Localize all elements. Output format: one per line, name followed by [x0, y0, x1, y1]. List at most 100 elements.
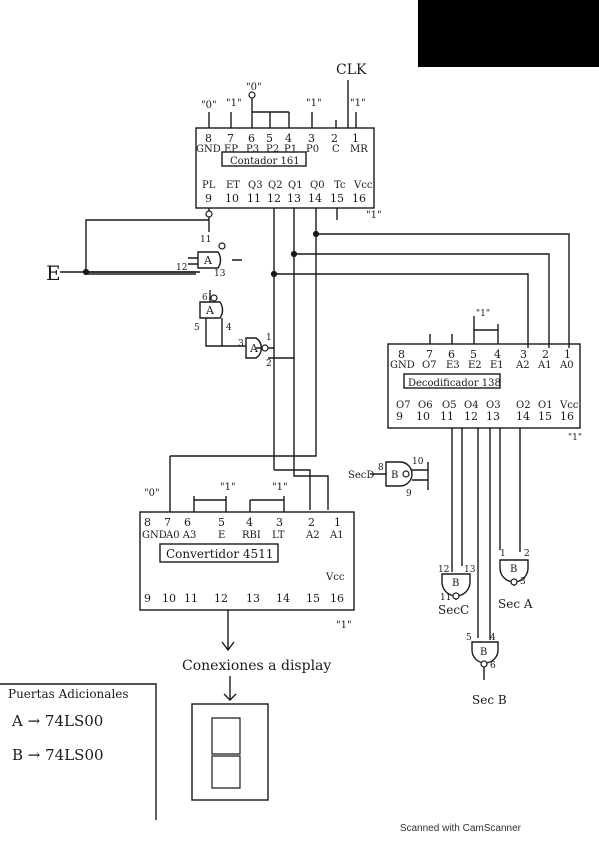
counter-name: Contador 161 — [230, 156, 300, 167]
svg-text:3: 3 — [520, 348, 527, 361]
svg-text:ET: ET — [226, 180, 240, 191]
gate-seca-p1: 1 — [500, 549, 506, 559]
gate-a1 — [197, 251, 222, 269]
decoder-chip — [387, 343, 581, 429]
e-input-label: E — [46, 261, 61, 285]
svg-text:GND: GND — [390, 360, 415, 371]
svg-text:1: 1 — [352, 132, 359, 145]
counter-input-values: "0" "1" "0" "1" "1" "1" — [201, 82, 382, 221]
gate-secc-p2: 13 — [464, 565, 476, 575]
decoder-top-signals: GND O7 E3 E2 E1 A2 A1 A0 — [390, 360, 574, 371]
svg-text:P0: P0 — [306, 144, 319, 155]
gate-a3-in1: 1 — [266, 333, 272, 343]
svg-text:Q2: Q2 — [268, 180, 283, 191]
svg-text:4: 4 — [494, 348, 501, 361]
clk-label: CLK — [336, 62, 367, 78]
svg-text:O6: O6 — [418, 400, 433, 411]
decoder-input-value: "1" — [476, 309, 490, 319]
converter-name: Convertidor 4511 — [166, 547, 273, 561]
converter-top-signals: GND A0 A3 E RBI LT A2 A1 — [142, 530, 344, 541]
svg-text:E1: E1 — [490, 360, 504, 371]
counter-top-pins: 8 7 6 5 4 3 2 1 — [205, 132, 359, 145]
svg-text:"0": "0" — [246, 82, 262, 93]
svg-text:Q3: Q3 — [248, 180, 263, 191]
svg-text:9: 9 — [144, 592, 151, 605]
svg-text:1: 1 — [334, 516, 341, 529]
svg-text:P2: P2 — [266, 144, 279, 155]
seven-segment-display — [191, 703, 269, 801]
svg-text:MR: MR — [350, 144, 368, 155]
svg-text:5: 5 — [266, 132, 273, 145]
svg-text:6: 6 — [248, 132, 255, 145]
svg-text:O2: O2 — [516, 400, 531, 411]
secc-name: SecC — [438, 603, 469, 617]
svg-text:"1": "1" — [272, 482, 288, 493]
svg-text:Q0: Q0 — [310, 180, 325, 191]
svg-text:O5: O5 — [442, 400, 457, 411]
gate-secc-p3: 11 — [440, 593, 451, 603]
svg-text:A1: A1 — [537, 360, 552, 371]
svg-text:5: 5 — [470, 348, 477, 361]
svg-text:5: 5 — [218, 516, 225, 529]
counter-bottom-signals: PL ET Q3 Q2 Q1 Q0 Tc Vcc — [202, 180, 373, 191]
converter-bottom-pins: 9 10 11 12 13 14 15 16 — [144, 592, 344, 605]
redacted-block — [418, 0, 599, 67]
svg-text:GND: GND — [196, 144, 221, 155]
svg-text:7: 7 — [164, 516, 171, 529]
gate-secd — [385, 461, 413, 487]
counter-name-box — [221, 151, 307, 167]
svg-text:2: 2 — [331, 132, 338, 145]
svg-text:6: 6 — [448, 348, 455, 361]
svg-text:13: 13 — [287, 192, 301, 205]
svg-text:15: 15 — [306, 592, 320, 605]
gate-a2-in2: 4 — [226, 323, 232, 333]
svg-text:12: 12 — [267, 192, 281, 205]
svg-text:7: 7 — [426, 348, 433, 361]
gate-seca-p2: 2 — [524, 549, 530, 559]
gate-a1-label: A — [203, 254, 213, 267]
svg-text:14: 14 — [308, 192, 322, 205]
svg-text:16: 16 — [560, 410, 574, 423]
gate-secb-p1: 5 — [466, 633, 472, 643]
svg-text:15: 15 — [330, 192, 344, 205]
svg-text:O3: O3 — [486, 400, 501, 411]
svg-text:E2: E2 — [468, 360, 482, 371]
svg-text:O1: O1 — [538, 400, 553, 411]
converter-input-values: "0" "1" "1" "1" — [144, 482, 352, 631]
svg-text:"1": "1" — [220, 482, 236, 493]
svg-text:A2: A2 — [515, 360, 530, 371]
svg-text:"0": "0" — [144, 488, 160, 499]
svg-text:LT: LT — [272, 530, 285, 541]
gate-a1-in2: 13 — [214, 269, 226, 279]
decoder-name-box — [403, 373, 501, 389]
svg-text:9: 9 — [205, 192, 212, 205]
svg-text:Vcc: Vcc — [353, 180, 373, 191]
svg-text:"1": "1" — [336, 620, 352, 631]
decoder-vcc-note: "1" — [568, 433, 582, 443]
gate-a3-out: 3 — [238, 339, 244, 349]
svg-text:E3: E3 — [446, 360, 460, 371]
svg-text:A1: A1 — [329, 530, 344, 541]
svg-text:11: 11 — [247, 192, 261, 205]
secd-pin1: 8 — [378, 463, 384, 473]
scanner-footer: Scanned with CamScanner — [399, 823, 521, 834]
svg-text:8: 8 — [205, 132, 212, 145]
gate-secb-label: B — [480, 647, 487, 658]
gate-secb-p2: 4 — [490, 633, 496, 643]
decoder-top-pins: 8 7 6 5 4 3 2 1 — [398, 348, 571, 361]
decoder-bottom-pins: 9 10 11 12 13 14 15 16 — [396, 410, 574, 423]
svg-text:2: 2 — [308, 516, 315, 529]
svg-text:RBI: RBI — [242, 530, 261, 541]
svg-text:8: 8 — [398, 348, 405, 361]
svg-text:4: 4 — [285, 132, 292, 145]
gate-a1-in1: 12 — [176, 263, 187, 273]
svg-text:1: 1 — [564, 348, 571, 361]
svg-text:"1": "1" — [366, 210, 382, 221]
gate-seca-p3: 3 — [520, 577, 526, 587]
gate-secb-p3: 6 — [490, 661, 496, 671]
svg-text:3: 3 — [276, 516, 283, 529]
gate-a3-label: A — [249, 342, 259, 355]
gate-a2 — [199, 301, 224, 319]
decoder-bottom-signals: O7 O6 O5 O4 O3 O2 O1 Vcc — [396, 400, 579, 411]
svg-text:"1": "1" — [226, 98, 242, 109]
